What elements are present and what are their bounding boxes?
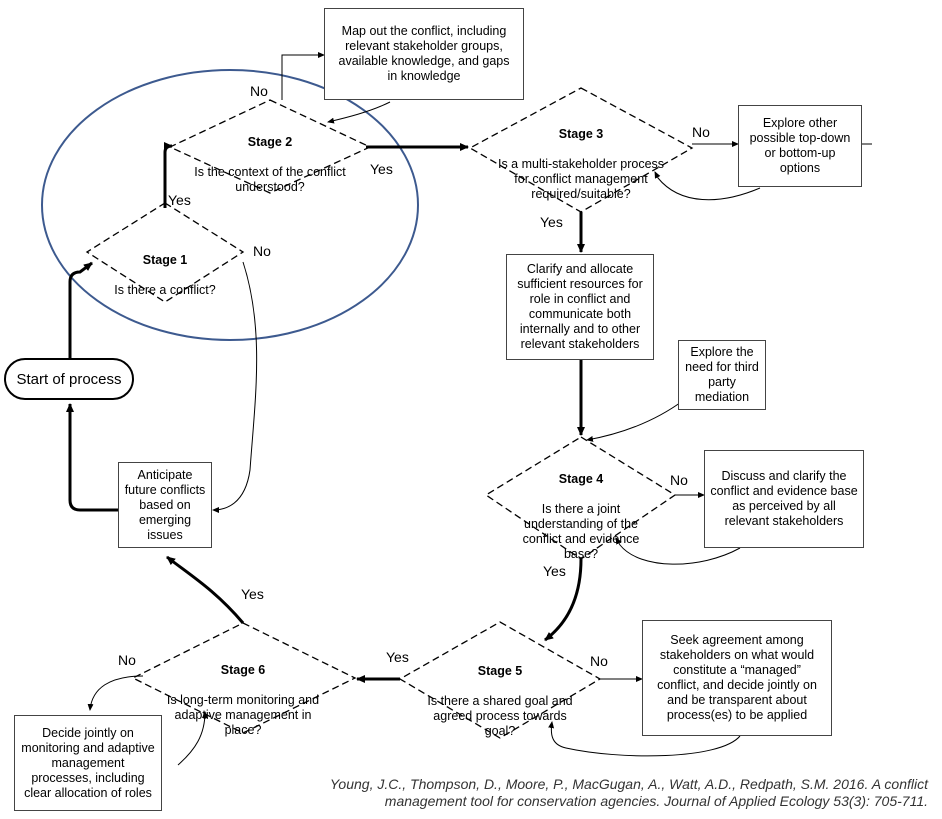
stage-4-title: Stage 4 <box>558 472 604 486</box>
arrow-map-to-stage2 <box>327 101 391 124</box>
stage-1-diamond <box>85 202 245 303</box>
stage-5-text: Stage 5 Is there a shared goal and agree… <box>427 649 572 739</box>
stage-5-question: Is there a shared goal and agreed proces… <box>427 694 573 738</box>
citation: Young, J.C., Thompson, D., Moore, P., Ma… <box>329 776 928 809</box>
stage-1-question: Is there a conflict? <box>114 283 216 297</box>
stage-4-yes-label: Yes <box>543 563 566 579</box>
start-of-process: Start of process <box>4 358 134 400</box>
stage-6-yes-label: Yes <box>241 586 264 602</box>
stage-1-yes-label: Yes <box>168 192 191 208</box>
arrow-start-to-stage1 <box>68 261 93 358</box>
arrow-discuss-back-to-stage4 <box>615 537 741 565</box>
arrow-stage2-no-to-map <box>281 52 325 100</box>
arrow-stage1-to-stage2 <box>163 142 173 208</box>
arrow-anticipate-to-start <box>66 403 118 512</box>
stage-2-text: Stage 2 Is the context of the conflict u… <box>194 120 345 195</box>
highlight-ellipse <box>41 69 419 341</box>
stage-3-text: Stage 3 Is a multi-stakeholder process f… <box>498 112 664 202</box>
third-party-box: Explore the need for third party mediati… <box>678 340 766 410</box>
stage-2-question: Is the context of the conflict understoo… <box>194 165 346 194</box>
stage-2-diamond <box>168 99 372 194</box>
stage-4-text: Stage 4 Is there a joint understanding o… <box>523 457 640 562</box>
arrow-stage6-no-to-decide <box>87 675 144 711</box>
stage-6-text: Stage 6 Is long-term monitoring and adap… <box>167 648 319 738</box>
arrow-thirdparty-to-stage4 <box>586 399 685 442</box>
explore-other-box: Explore other possible top-down or botto… <box>738 105 862 187</box>
stage-6-title: Stage 6 <box>220 663 266 677</box>
stage-6-diamond <box>131 622 357 734</box>
stage-1-text: Stage 1 Is there a conflict? <box>114 238 215 298</box>
arrow-stage1-no-to-anticipate <box>212 261 258 513</box>
arrow-seek-back-to-stage5 <box>548 721 741 757</box>
stage-1-no-label: No <box>253 243 271 259</box>
clarify-allocate-box: Clarify and allocate sufficient resource… <box>506 254 654 360</box>
stage-2-no-label: No <box>250 83 268 99</box>
decide-monitoring-box: Decide jointly on monitoring and adaptiv… <box>14 715 162 811</box>
stage-3-no-label: No <box>692 124 710 140</box>
arrow-stage4-to-stage5 <box>544 558 583 642</box>
stage-5-diamond <box>398 621 602 739</box>
stage-6-question: Is long-term monitoring and adaptive man… <box>166 693 320 737</box>
stage-6-no-label: No <box>118 652 136 668</box>
stage-3-question: Is a multi-stakeholder process for confl… <box>497 157 665 201</box>
stage-5-yes-label: Yes <box>386 649 409 665</box>
seek-agreement-box: Seek agreement among stakeholders on wha… <box>642 620 832 736</box>
stage-4-no-label: No <box>670 472 688 488</box>
stage-5-title: Stage 5 <box>477 664 523 678</box>
stage-3-yes-label: Yes <box>540 214 563 230</box>
map-conflict-box: Map out the conflict, including relevant… <box>324 8 524 100</box>
arrow-decide-to-stage6 <box>177 711 208 766</box>
stage-4-question: Is there a joint understanding of the co… <box>522 502 640 561</box>
anticipate-box: Anticipate future conflicts based on eme… <box>118 462 212 548</box>
stage-1-title: Stage 1 <box>142 253 188 267</box>
stage-2-title: Stage 2 <box>247 135 293 149</box>
stage-3-title: Stage 3 <box>558 127 604 141</box>
arrow-stage6-to-anticipate <box>166 555 245 624</box>
stage-5-no-label: No <box>590 653 608 669</box>
arrow-explore-back-to-stage3 <box>654 171 761 201</box>
discuss-clarify-box: Discuss and clarify the conflict and evi… <box>704 450 864 548</box>
stage-2-yes-label: Yes <box>370 161 393 177</box>
